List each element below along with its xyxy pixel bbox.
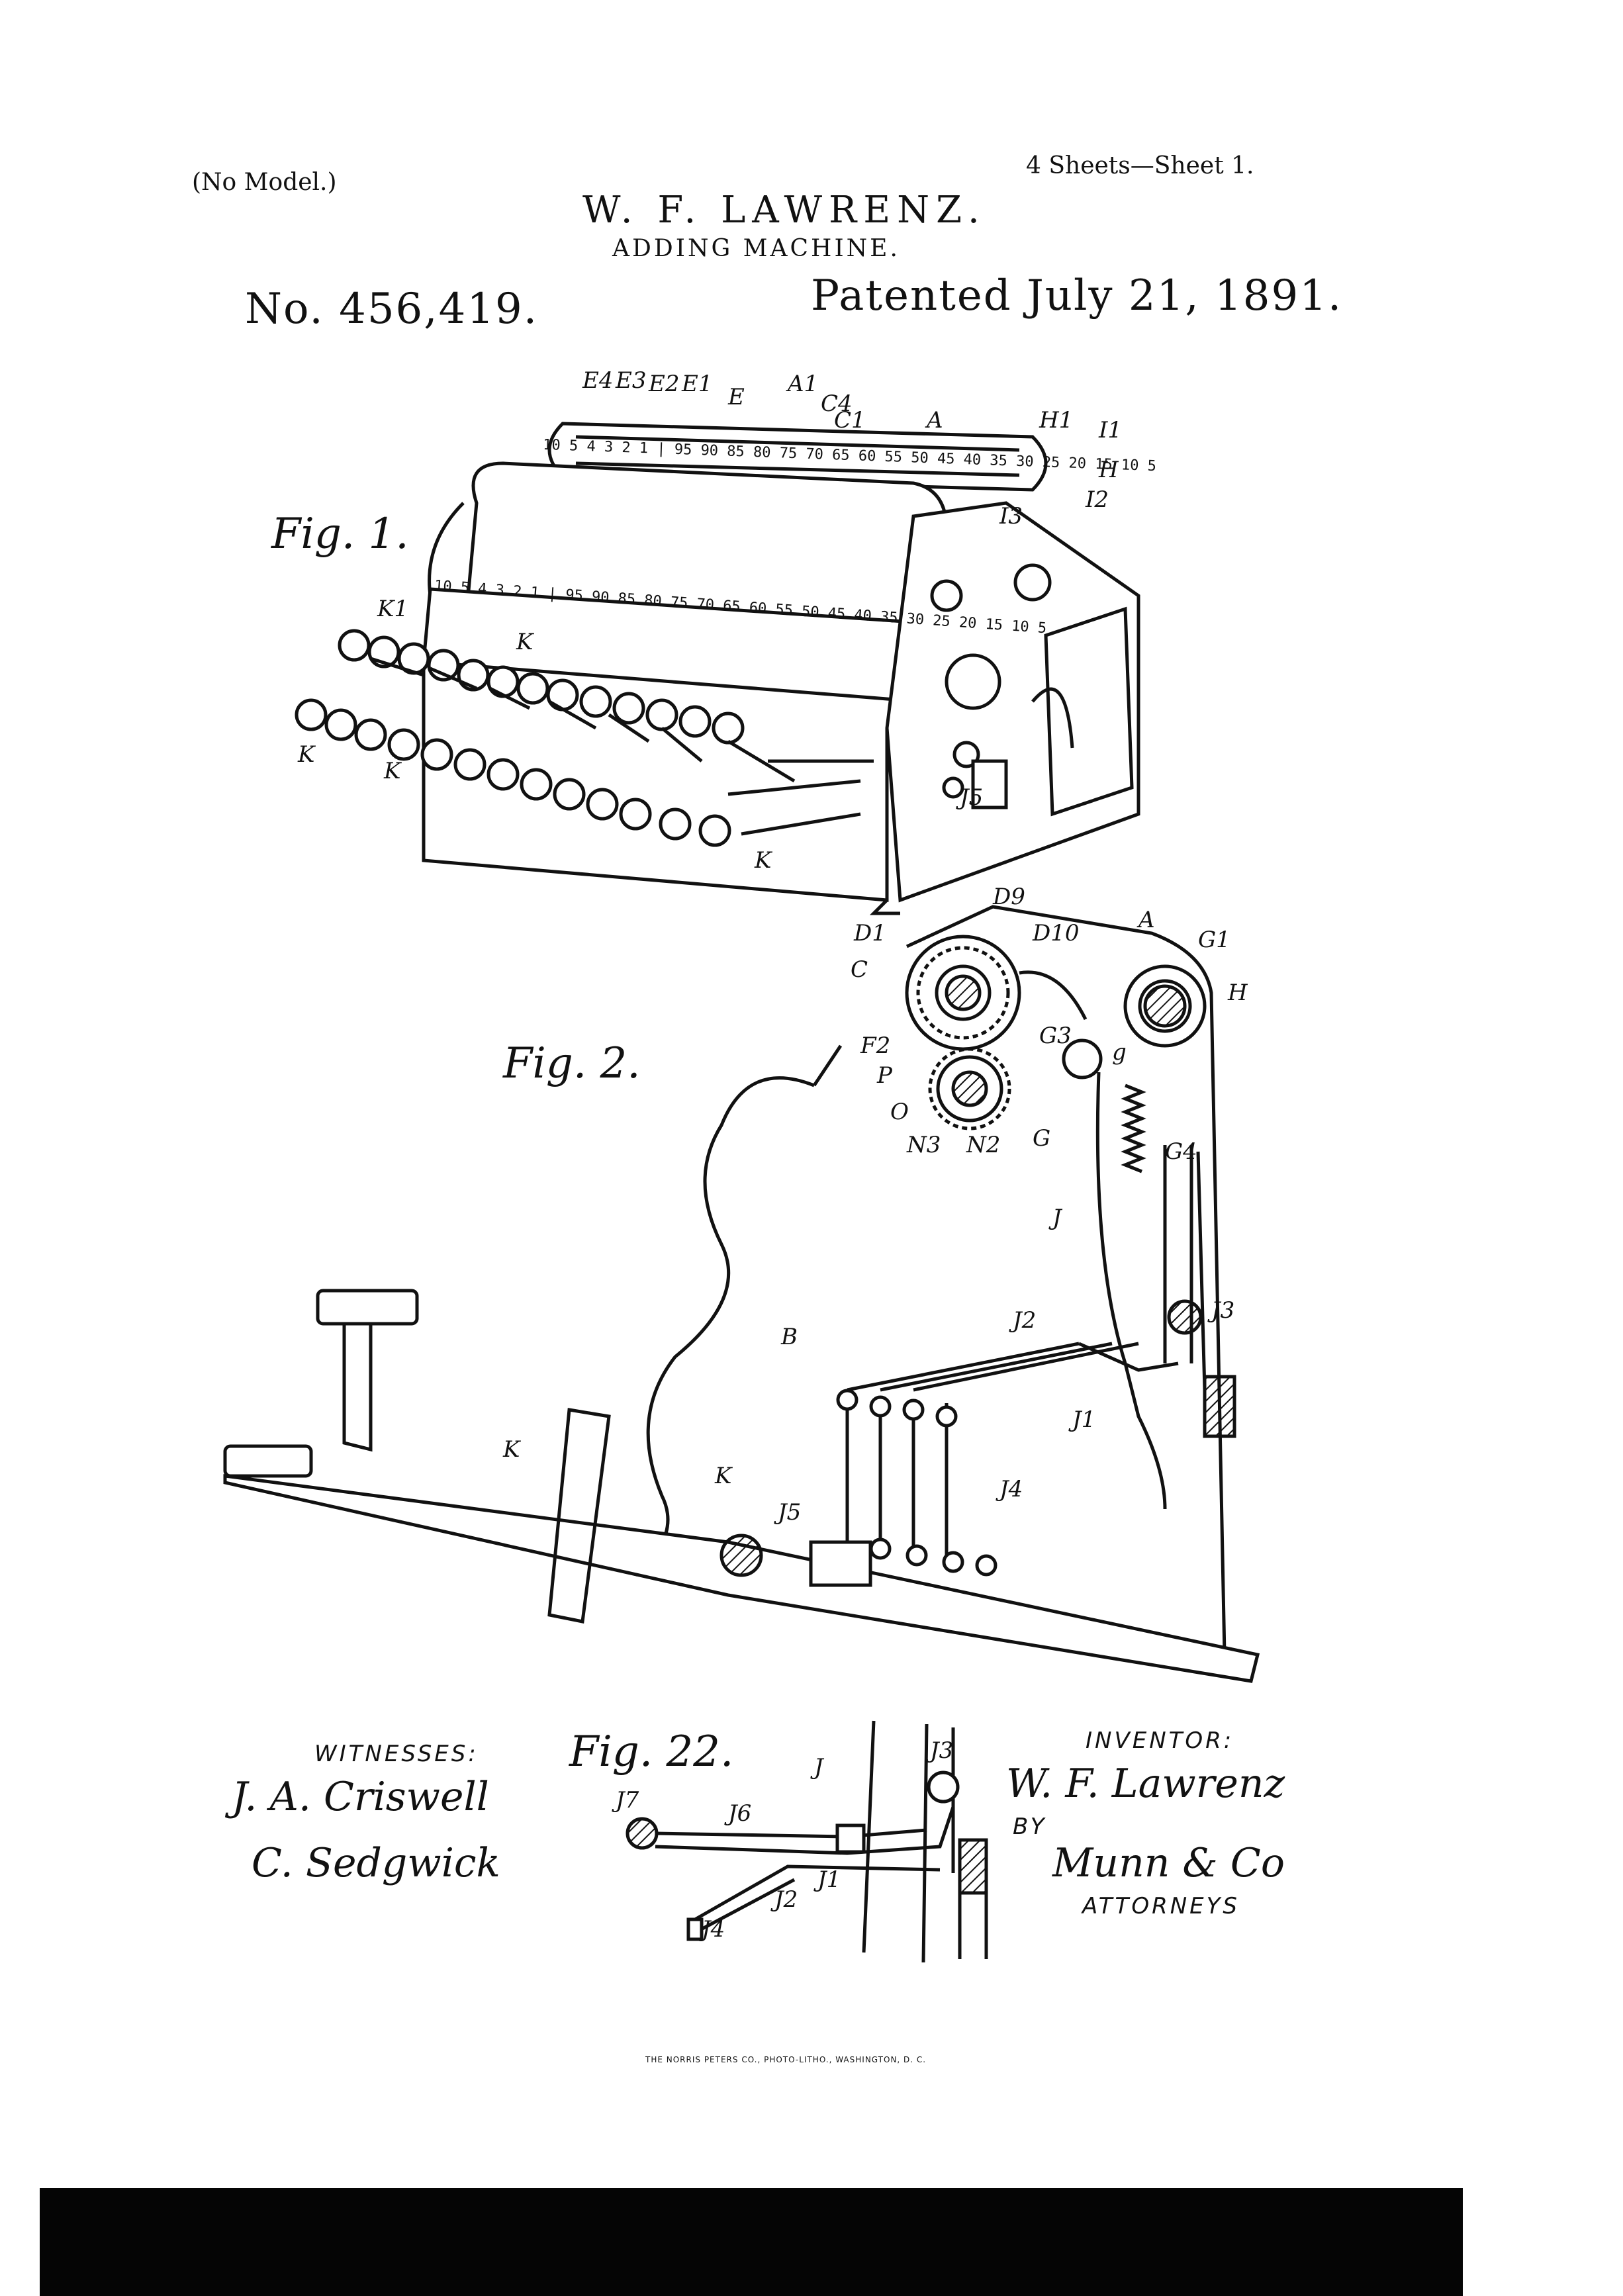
attorneys-signature: Munn & Co (1052, 1840, 1285, 1886)
fig22-part-label: J (814, 1754, 823, 1780)
inventor-name-heading: W. F. LAWRENZ. (582, 189, 986, 232)
model-note: (No Model.) (192, 169, 337, 196)
fig2-part-label: D9 (993, 884, 1025, 910)
fig2-part-label: O (890, 1099, 909, 1125)
fig22-part-label: J3 (930, 1737, 954, 1764)
fig2-part-label: K (503, 1436, 520, 1463)
witness-signature: J. A. Criswell (232, 1774, 489, 1820)
fig1-part-label: C4 (821, 390, 853, 417)
fig1-part-label: E2 (649, 371, 680, 397)
scan-edge-bar (40, 2188, 1463, 2296)
fig2-part-label: G3 (1039, 1023, 1072, 1049)
fig2-part-label: K (715, 1463, 732, 1489)
fig2-section-drawing (223, 905, 1260, 1683)
fig22-part-label: J2 (774, 1886, 798, 1913)
fig1-machine-drawing (295, 422, 1140, 915)
fig22-part-label: J1 (817, 1866, 841, 1893)
witness-signature: C. Sedgwick (252, 1840, 500, 1886)
fig1-part-label: I1 (1099, 417, 1123, 443)
fig1-part-label: H1 (1039, 407, 1074, 434)
fig1-part-label: E (728, 384, 745, 410)
fig2-part-label: J1 (1072, 1406, 1096, 1433)
fig2-part-label: J4 (999, 1476, 1023, 1502)
fig1-label: Fig. 1. (271, 510, 409, 559)
fig2-part-label: N3 (907, 1132, 941, 1158)
fig1-part-label: I3 (999, 503, 1023, 529)
fig1-part-label: C1 (834, 407, 866, 434)
fig1-part-label: E4 (582, 367, 614, 394)
witnesses-label: WITNESSES: (314, 1741, 479, 1767)
fig22-part-label: J4 (702, 1916, 725, 1943)
fig1-key-label: K (384, 758, 401, 784)
fig2-part-label: J5 (778, 1499, 802, 1526)
fig2-part-label: D1 (854, 920, 886, 946)
inventor-label: INVENTOR: (1086, 1727, 1234, 1754)
by-label: BY (1013, 1814, 1047, 1840)
fig1-part-label: I2 (1086, 486, 1109, 513)
fig22-label: Fig. 22. (569, 1727, 734, 1776)
patent-number: No. 456,419. (245, 285, 539, 334)
sheet-count: 4 Sheets—Sheet 1. (1026, 152, 1254, 179)
fig1-key-label: K (516, 629, 533, 655)
fig22-part-label: J7 (616, 1787, 639, 1814)
fig2-part-label: F2 (860, 1033, 891, 1059)
fig2-part-label: A (1138, 907, 1155, 933)
fig2-part-label: N2 (966, 1132, 1001, 1158)
fig2-part-label: P (877, 1062, 892, 1089)
fig1-key-label: K1 (377, 596, 409, 622)
fig1-part-label: H (1099, 457, 1119, 483)
fig2-part-label: J (1052, 1205, 1062, 1231)
patent-title: ADDING MACHINE. (612, 235, 900, 262)
fig2-label: Fig. 2. (503, 1039, 641, 1088)
fig1-part-label: A1 (788, 371, 819, 397)
inventor-signature: W. F. Lawrenz (1006, 1761, 1285, 1807)
fig2-part-label: J2 (1013, 1307, 1037, 1334)
attorneys-label: ATTORNEYS (1082, 1893, 1240, 1919)
fig2-part-label: C (851, 956, 868, 983)
fig1-part-label: A (927, 407, 943, 434)
fig2-part-label: D10 (1033, 920, 1080, 946)
printer-imprint: THE NORRIS PETERS CO., PHOTO-LITHO., WAS… (645, 2055, 927, 2064)
fig1-side-label: J5 (960, 784, 984, 811)
fig1-part-label: E1 (682, 371, 713, 397)
fig2-part-label: G (1033, 1125, 1051, 1152)
fig22-part-label: J6 (728, 1800, 752, 1827)
fig2-part-label: J3 (1211, 1297, 1235, 1324)
fig1-part-label: E3 (616, 367, 647, 394)
fig2-part-label: G1 (1198, 927, 1230, 953)
fig2-part-label: H (1228, 980, 1248, 1006)
fig1-key-label: K (298, 741, 315, 768)
fig2-part-label: B (781, 1324, 798, 1350)
patent-date: Patented July 21, 1891. (811, 271, 1343, 320)
fig2-part-label: g (1112, 1039, 1127, 1066)
fig2-part-label: G4 (1165, 1138, 1197, 1165)
fig22-detail-drawing (626, 1720, 988, 1963)
fig1-key-label: K (755, 847, 772, 874)
